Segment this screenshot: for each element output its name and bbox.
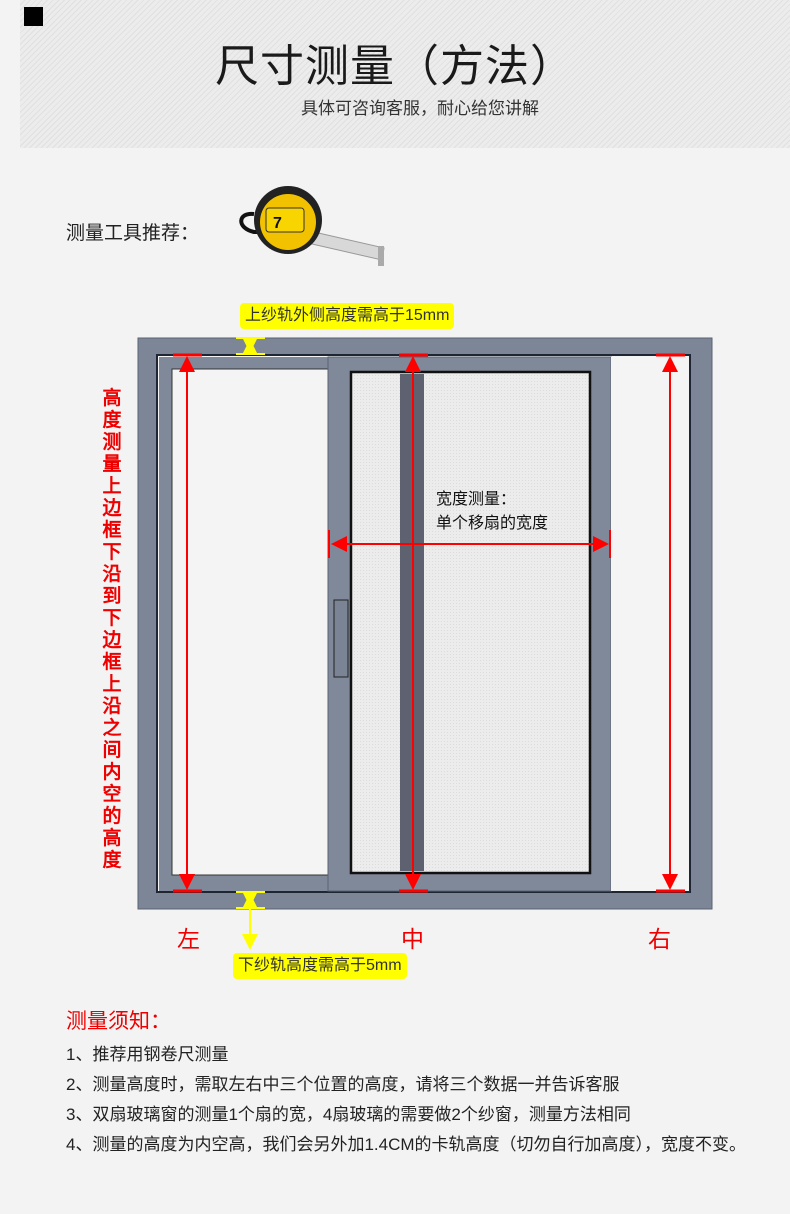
left-glass [171,368,330,876]
height-line-middle [399,353,428,893]
position-left-label: 左 [177,926,200,952]
note-item: 3、双扇玻璃窗的测量1个扇的宽，4扇玻璃的需要做2个纱窗，测量方法相同 [66,1105,631,1124]
bottom-gap-marker [236,891,265,950]
corner-square-icon [24,7,43,26]
top-rail-note: 上纱轨外侧高度需高于15mm [240,303,455,329]
tape-number: 7 [273,215,282,232]
note-item: 1、推荐用钢卷尺测量 [66,1045,229,1064]
width-measure-note: 宽度测量： 单个移扇的宽度 [436,488,548,536]
notes-title: 测量须知： [66,1010,171,1033]
position-middle-label: 中 [401,926,424,952]
page-subtitle: 具体可咨询客服，耐心给您讲解 [301,99,539,118]
note-item: 2、测量高度时，需取左右中三个位置的高度，请将三个数据一并告诉客服 [66,1075,620,1094]
width-line [328,530,611,558]
sash-handle[interactable] [333,599,349,678]
tape-measure-icon: 7 [239,186,385,266]
note-item: 4、测量的高度为内空高，我们会另外加1.4CM的卡轨高度（切勿自行加高度），宽度… [66,1135,747,1154]
top-gap-marker [236,337,265,355]
width-note-body: 单个移扇的宽度 [436,515,549,532]
height-line-right [656,353,685,893]
page-title: 尺寸测量（方法） [215,42,575,91]
header-band [20,0,790,148]
position-right-label: 右 [648,926,671,952]
width-note-title: 宽度测量： [436,491,517,508]
right-gap [611,357,689,891]
tool-label: 测量工具推荐： [66,223,200,244]
window-diagram [137,337,713,950]
height-measure-note: 高度测量上边框下沿到下边框上沿之间内空的高度 [102,388,122,871]
bottom-rail-note: 下纱轨高度需高于5mm [233,953,407,979]
screen-mesh [349,370,592,875]
height-line-left [173,353,202,893]
